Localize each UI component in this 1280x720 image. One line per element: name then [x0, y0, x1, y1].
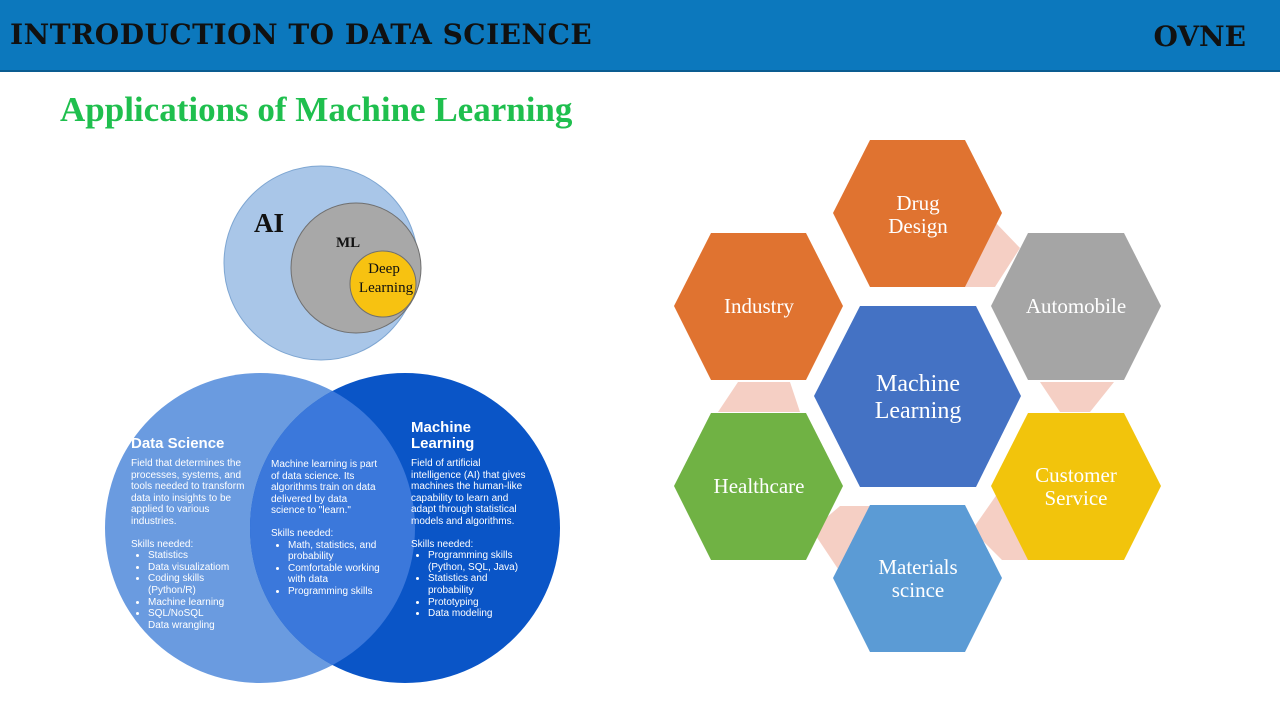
list-item: Data visualizatiom [148, 562, 251, 574]
hex-industry-label: Industry [724, 294, 794, 318]
list-item: Math, statistics, and probability [288, 540, 383, 563]
venn-overlap-desc: Machine learning is part of data science… [271, 459, 378, 517]
list-item: Coding skills (Python/R) [148, 573, 251, 596]
ml-label: ML [336, 235, 360, 251]
header-title: INTRODUCTION TO DATA SCIENCE [10, 18, 593, 51]
hex-materials-science-label-line2: scince [892, 578, 944, 602]
list-item: Comfortable working with data [288, 563, 383, 586]
list-item: Machine learning [148, 597, 251, 609]
hex-customer-service-label-line2: Service [1045, 486, 1108, 510]
venn-data-science-skills-label: Skills needed: [131, 538, 194, 550]
hex-center-label-line2: Learning [875, 398, 962, 424]
venn-overlap-text: Machine learning is part of data science… [271, 459, 383, 598]
venn-overlap-skills-label: Skills needed: [271, 527, 334, 539]
venn-data-science-title: Data Science [131, 435, 225, 452]
hex-industry [674, 233, 843, 380]
list-item: Statistics and probability [428, 573, 529, 596]
hex-healthcare-label: Healthcare [714, 474, 805, 498]
venn-machine-learning-title-line1: Machine [411, 419, 472, 436]
hex-materials-science [833, 505, 1002, 652]
hex-healthcare [674, 413, 843, 560]
connector-materials-healthcare [812, 506, 870, 572]
connector-customer-materials [972, 490, 1030, 560]
connector-automobile-customer [1040, 382, 1114, 412]
hex-drug-design-label-line2: Design [888, 214, 948, 238]
hex-automobile-label: Automobile [1026, 294, 1126, 318]
venn-data-science-skills: Statistics Data visualizatiom Coding ski… [131, 550, 251, 631]
hex-customer-service [991, 413, 1161, 560]
venn-machine-learning-title-line2: Learning [411, 435, 475, 452]
list-item: SQL/NoSQL [148, 608, 251, 620]
deep-learning-label-line2: Learning [359, 280, 414, 296]
header-bar: INTRODUCTION TO DATA SCIENCE OVNE [0, 0, 1280, 72]
venn-data-science-text: Data Science Field that determines the p… [131, 436, 251, 631]
deep-learning-label-line1: Deep [368, 261, 400, 277]
venn-machine-learning-title: Machine Learning [411, 420, 529, 452]
slide-title: Applications of Machine Learning [60, 90, 573, 129]
hex-materials-science-label-line1: Materials [878, 555, 957, 579]
list-item: Data modeling [428, 608, 529, 620]
venn-machine-learning-skills: Programming skills (Python, SQL, Java) S… [411, 550, 529, 620]
list-item: Statistics [148, 550, 251, 562]
list-item: Programming skills (Python, SQL, Java) [428, 550, 529, 573]
hex-automobile [991, 233, 1161, 380]
list-item: Prototyping [428, 597, 529, 609]
list-item: Programming skills [288, 586, 383, 598]
hex-center-label-line1: Machine [876, 371, 960, 397]
header-brand: OVNE [1153, 20, 1246, 53]
list-item: Data wrangling [148, 620, 251, 632]
venn-machine-learning-desc: Field of artificial intelligence (AI) th… [411, 458, 526, 527]
hex-customer-service-label-line1: Customer [1035, 463, 1117, 487]
venn-overlap-skills: Math, statistics, and probability Comfor… [271, 540, 383, 598]
hex-drug-design [833, 140, 1002, 287]
hex-machine-learning-center [814, 306, 1021, 487]
venn-data-science-desc: Field that determines the processes, sys… [131, 458, 245, 527]
hex-drug-design-label-line1: Drug [896, 191, 940, 215]
venn-machine-learning-text: Machine Learning Field of artificial int… [411, 420, 529, 620]
deep-learning-circle [349, 250, 417, 318]
ai-label: AI [254, 208, 284, 238]
connector-healthcare-industry [718, 382, 800, 412]
venn-overlap-area [250, 373, 415, 683]
venn-machine-learning-skills-label: Skills needed: [411, 538, 474, 550]
connector-drug-automobile [965, 222, 1020, 287]
